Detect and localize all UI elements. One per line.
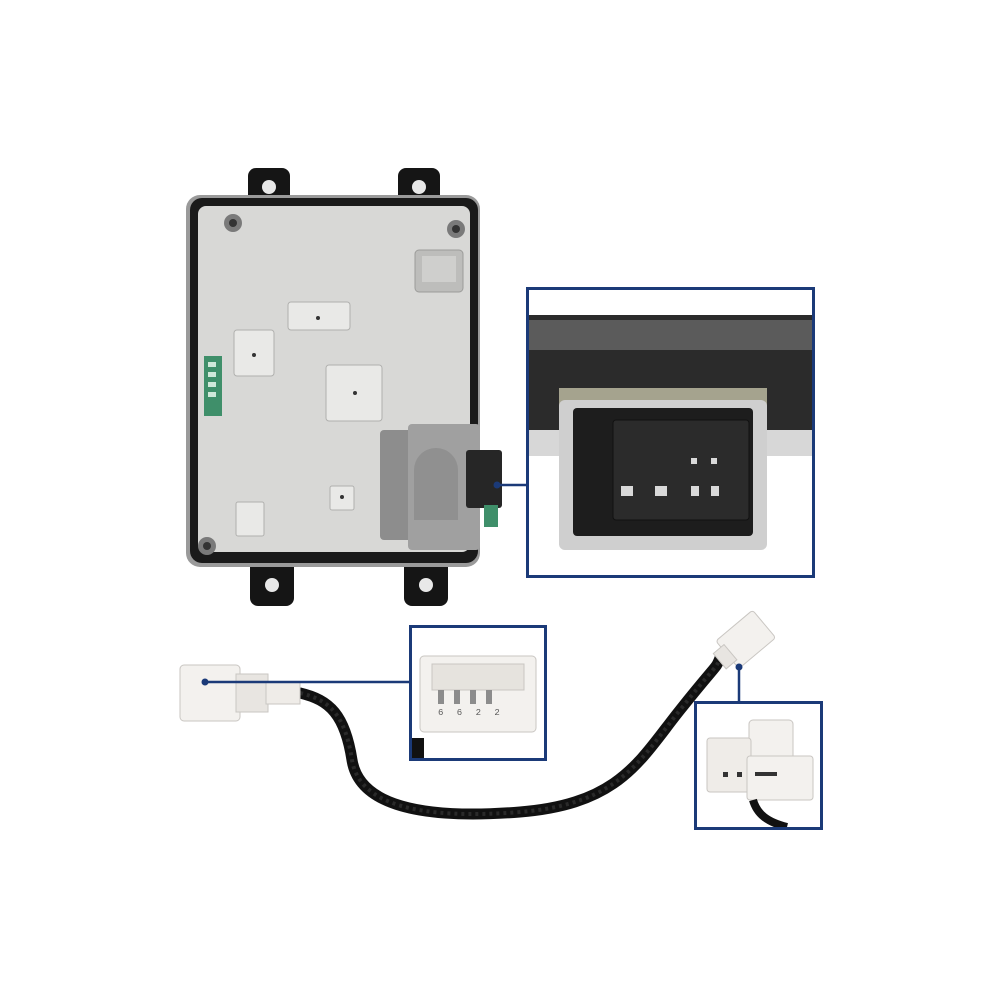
plug-side-closeup-image (697, 704, 820, 827)
plug-front-closeup-callout: 6 6 2 2 (409, 625, 547, 761)
plug-side-closeup-callout (694, 701, 823, 830)
plug-front-closeup-image (412, 628, 544, 758)
plug-front-leader-line (201, 678, 409, 686)
socket-closeup-callout (526, 287, 815, 578)
wiring-harness (179, 610, 775, 820)
plug-pin-markings: 6 6 2 2 (438, 708, 504, 718)
control-module (186, 195, 502, 567)
socket-closeup-image (529, 290, 812, 575)
plug-side-leader-line (735, 663, 743, 701)
socket-leader-line (493, 481, 526, 489)
